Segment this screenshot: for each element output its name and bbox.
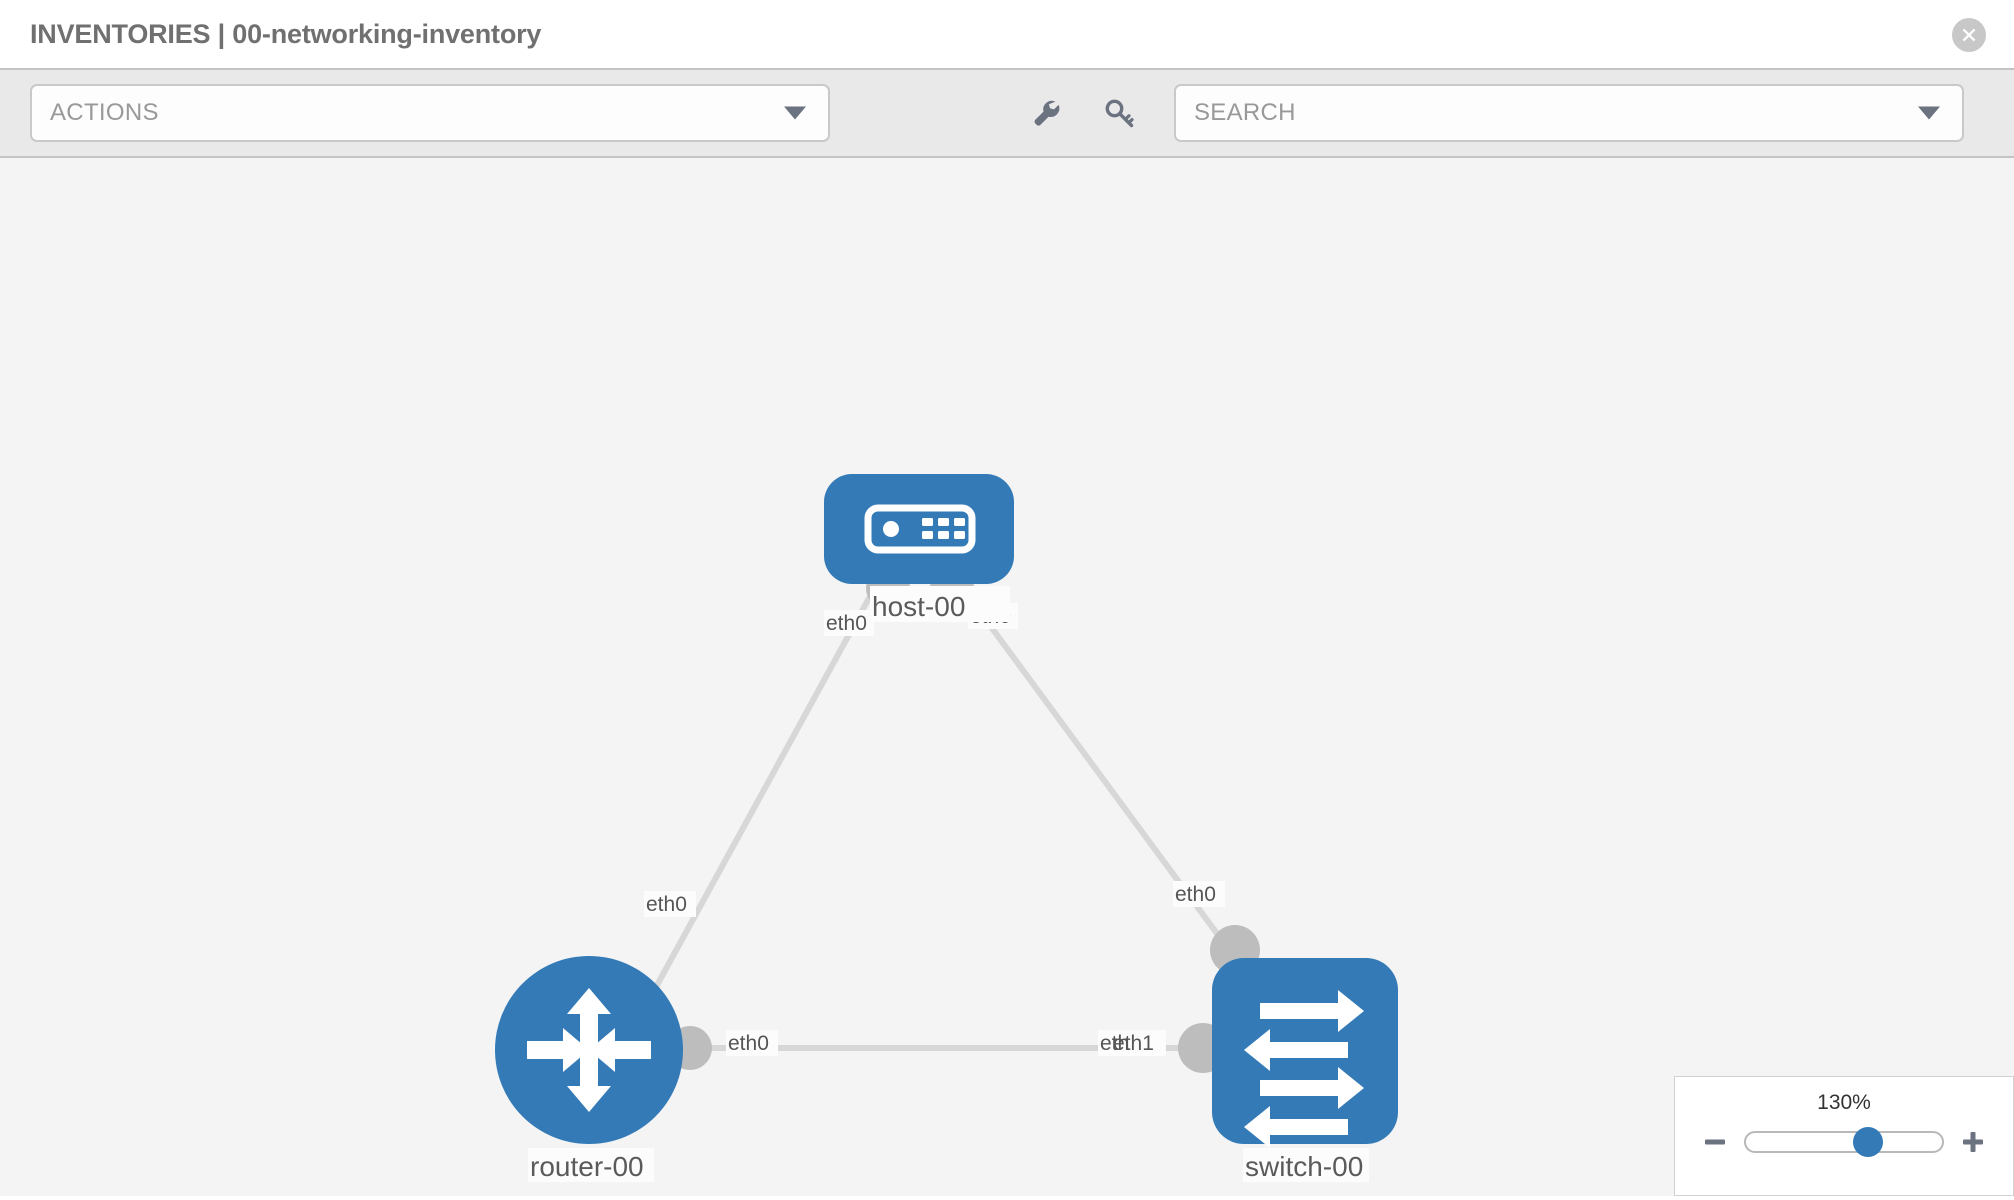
close-icon[interactable] bbox=[1952, 18, 1986, 52]
chevron-down-icon bbox=[784, 106, 806, 120]
edge-label-switch-up: eth0 bbox=[1175, 883, 1216, 906]
key-icon[interactable] bbox=[1100, 93, 1140, 133]
chevron-down-icon[interactable] bbox=[1918, 106, 1940, 120]
edge-label-switch-left-a: eth bbox=[1100, 1032, 1129, 1055]
edge-label-router-right: eth0 bbox=[728, 1032, 769, 1055]
page-header: INVENTORIES | 00-networking-inventory bbox=[0, 0, 2014, 68]
actions-dropdown-label: ACTIONS bbox=[50, 99, 159, 126]
switch-arrows-icon bbox=[1244, 990, 1364, 1148]
node-host-00[interactable] bbox=[824, 474, 1014, 584]
zoom-slider-handle[interactable] bbox=[1852, 1127, 1883, 1157]
server-icon bbox=[864, 504, 976, 554]
toolbar-icon-group bbox=[1026, 93, 1140, 133]
search-input[interactable]: SEARCH bbox=[1174, 84, 1964, 142]
edge-host-router[interactable] bbox=[647, 576, 883, 1000]
edge-group bbox=[647, 576, 1238, 1051]
node-switch-00[interactable] bbox=[1212, 958, 1398, 1148]
wrench-icon[interactable] bbox=[1026, 93, 1066, 133]
page-title: INVENTORIES | 00-networking-inventory bbox=[30, 18, 542, 49]
edge-label-router-up: eth0 bbox=[646, 893, 687, 916]
zoom-slider-track[interactable] bbox=[1744, 1127, 1944, 1157]
topology-graph: eth0 eth0 eth0 eth0 eth0 eth eth1 bbox=[495, 474, 1398, 1182]
zoom-percent-label: 130% bbox=[1817, 1091, 1871, 1114]
topology-canvas[interactable]: eth0 eth0 eth0 eth0 eth0 eth eth1 bbox=[0, 158, 2014, 1196]
edge-label-switch-left-b: eth1 bbox=[1113, 1032, 1154, 1055]
actions-dropdown[interactable]: ACTIONS bbox=[30, 84, 830, 142]
node-label-host-00: host-00 bbox=[872, 591, 965, 622]
zoom-control: 130% bbox=[1674, 1076, 2014, 1196]
edge-label-host-left: eth0 bbox=[826, 612, 867, 635]
zoom-slider-row bbox=[1675, 1127, 2013, 1157]
node-label-router-00: router-00 bbox=[530, 1151, 644, 1182]
toolbar: ACTIONS SEARCH bbox=[0, 68, 2014, 158]
search-placeholder: SEARCH bbox=[1194, 99, 1296, 126]
node-router-00[interactable] bbox=[495, 956, 683, 1144]
node-label-group: host-00 router-00 switch-00 bbox=[528, 586, 1369, 1182]
connector-nub-group bbox=[668, 566, 1260, 1073]
node-label-switch-00: switch-00 bbox=[1245, 1151, 1363, 1182]
router-arrows-icon bbox=[527, 988, 651, 1112]
plus-icon[interactable] bbox=[1958, 1127, 1988, 1157]
minus-icon[interactable] bbox=[1700, 1127, 1730, 1157]
